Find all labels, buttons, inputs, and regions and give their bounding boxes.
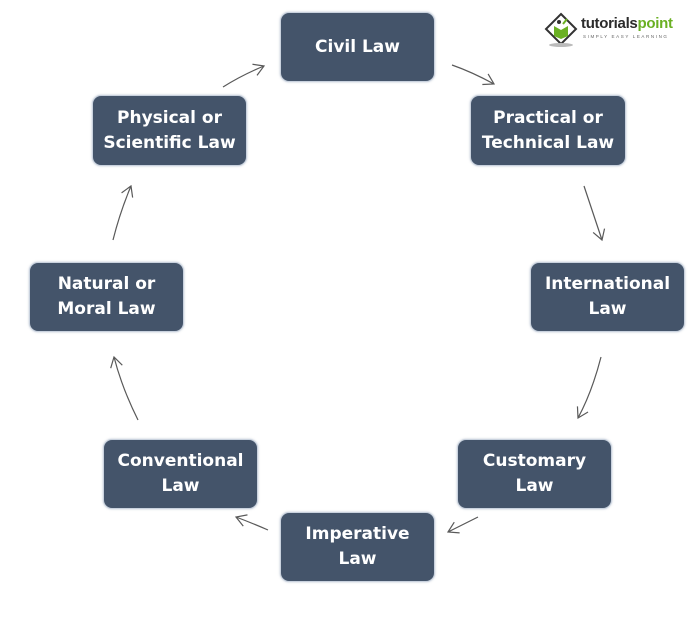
tutorialspoint-logo: tutorialspoint SIMPLY EASY LEARNING — [544, 12, 684, 48]
logo-text-part2: point — [637, 15, 673, 32]
node-label: Customary Law — [482, 451, 587, 496]
arrow-customary-to-imperative — [446, 516, 479, 534]
node-label: Physical or Scientific Law — [103, 107, 236, 153]
logo-text: tutorialspoint — [581, 15, 673, 32]
node-physical-law: Physical or Scientific Law — [92, 95, 247, 166]
node-conventional-law: Conventional Law — [103, 439, 258, 509]
node-international-law: International Law — [530, 262, 685, 332]
arrow-practical-to-international — [583, 185, 606, 242]
node-label: Practical or Technical Law — [481, 107, 615, 153]
arrow-international-to-customary — [576, 356, 602, 420]
arrow-natural-to-physical — [112, 184, 134, 241]
node-customary-law: Customary Law — [457, 439, 612, 509]
node-label: International Law — [544, 274, 671, 319]
arrow-conventional-to-natural — [110, 355, 139, 421]
node-label: Natural or Moral Law — [57, 274, 156, 319]
logo-text-part1: tutorials — [581, 15, 638, 32]
node-civil-law: Civil Law — [280, 12, 435, 82]
node-label: Civil Law — [315, 36, 400, 57]
logo-tagline: SIMPLY EASY LEARNING — [583, 34, 669, 39]
arrow-physical-to-civil — [222, 63, 266, 88]
node-imperative-law: Imperative Law — [280, 512, 435, 582]
arrow-civil-to-practical — [451, 64, 496, 86]
arrow-imperative-to-conventional — [234, 514, 269, 531]
node-label: Conventional Law — [117, 451, 244, 496]
logo-book-icon — [544, 12, 578, 47]
node-natural-law: Natural or Moral Law — [29, 262, 184, 332]
node-label: Imperative Law — [305, 524, 410, 569]
node-practical-law: Practical or Technical Law — [470, 95, 626, 166]
